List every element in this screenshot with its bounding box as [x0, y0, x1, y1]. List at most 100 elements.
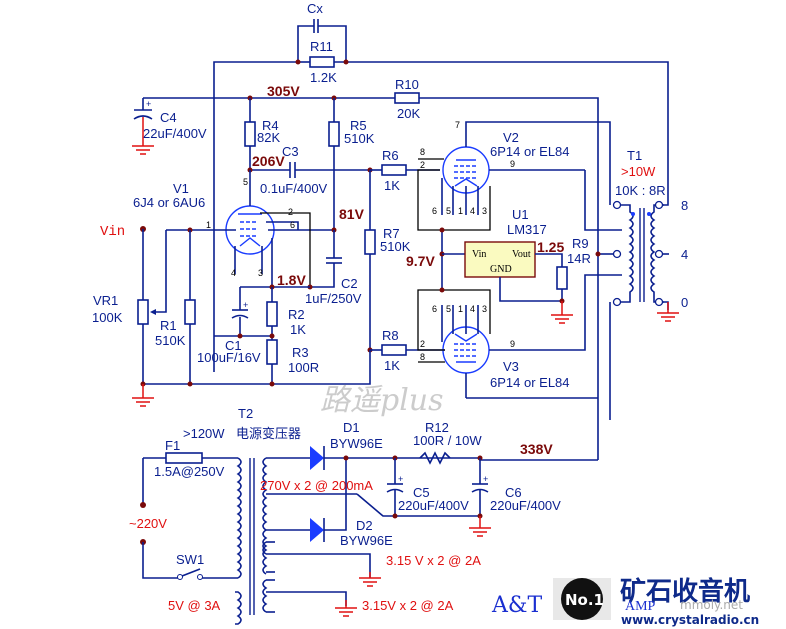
f1-label: F1	[165, 438, 180, 453]
c6-label: C6	[505, 485, 522, 500]
r3-resistor	[266, 339, 278, 365]
svg-text:4: 4	[470, 206, 475, 216]
svg-text:+: +	[483, 474, 488, 484]
feedback-network: Cx R11 1.2K	[213, 1, 669, 372]
c4-value: 22uF/400V	[143, 126, 207, 141]
r4-resistor: R4 82K	[244, 98, 280, 170]
u1-label: U1	[512, 207, 529, 222]
svg-text:6: 6	[290, 220, 295, 230]
svg-text:9: 9	[510, 159, 515, 169]
v3-value: 6P14 or EL84	[490, 375, 570, 390]
no1-badge-text: No.1	[565, 591, 604, 609]
t1-tap-8: 8	[681, 198, 688, 213]
svg-text:+: +	[243, 300, 248, 310]
r11-label: R11	[310, 39, 333, 54]
r3-label: R3	[292, 345, 309, 360]
svg-text:+: +	[146, 99, 151, 109]
c5-label: C5	[413, 485, 430, 500]
input-stage: Vin VR1 100K R1 510K	[92, 224, 371, 407]
site-name: 矿石收音机	[620, 576, 750, 607]
r9-label: R9	[572, 236, 589, 251]
c1-label: C1	[225, 338, 242, 353]
voltage-81v: 81V	[339, 206, 365, 222]
winding-hv: 270V x 2 @ 200mA	[260, 478, 373, 493]
u1-chip	[464, 241, 536, 278]
sw1-label: SW1	[176, 552, 204, 567]
r10-label: R10	[395, 77, 419, 92]
c3-value: 0.1uF/400V	[260, 181, 328, 196]
voltage-305v: 305V	[267, 83, 300, 99]
v2-label: V2	[503, 130, 519, 145]
t1-label: T1	[627, 148, 642, 163]
c2-capacitor: C2 1uF/250V	[305, 230, 362, 306]
author-mark: A&T	[491, 593, 542, 618]
vr1-potentiometer	[137, 299, 149, 325]
d2-value: BYW96E	[340, 533, 393, 548]
t2-power: >120W	[183, 426, 225, 441]
svg-text:2: 2	[288, 207, 293, 217]
f1-fuse	[165, 452, 203, 464]
vin-label: Vin	[100, 224, 125, 240]
svg-text:4: 4	[470, 304, 475, 314]
r2-label: R2	[288, 307, 305, 322]
svg-text:4: 4	[231, 268, 236, 278]
winding-heater-2: 3.15V x 2 @ 2A	[362, 598, 454, 613]
svg-text:1: 1	[458, 304, 463, 314]
c3-label: C3	[282, 144, 299, 159]
t1-tap-4: 4	[681, 247, 688, 262]
c3-capacitor: 206V C3 0.1uF/400V	[247, 144, 373, 196]
v1-tube: 1 2 6 5 4 3 V1 6J4 or 6AU6 81V	[133, 170, 365, 287]
vr1-value: 100K	[92, 310, 123, 325]
u1-pin-vout: Vout	[512, 249, 531, 260]
u1-pin-gnd: GND	[490, 264, 512, 275]
r9-resistor	[556, 266, 568, 290]
r10-value: 20K	[397, 106, 420, 121]
r10-resistor	[394, 92, 420, 104]
r5-resistor: R5 510K	[328, 98, 375, 230]
r3-value: 100R	[288, 360, 319, 375]
c6-value: 220uF/400V	[490, 498, 561, 513]
v2-tube: 7 8 2 9 6 5 1 4 3 V2 6P14 or EL84	[417, 120, 622, 231]
t1-tap-0: 0	[681, 295, 688, 310]
svg-text:1: 1	[458, 206, 463, 216]
b-plus-rail: 305V R10 20K	[143, 77, 599, 460]
v2-value: 6P14 or EL84	[490, 144, 570, 159]
v1-label: V1	[173, 181, 189, 196]
r11-value: 1.2K	[310, 70, 337, 85]
f1-value: 1.5A@250V	[154, 464, 225, 479]
r4-label: R4	[262, 118, 279, 133]
r11-resistor	[309, 56, 335, 68]
svg-text:5: 5	[243, 177, 248, 187]
r7-resistor: R7 510K	[364, 170, 411, 353]
d1-value: BYW96E	[330, 436, 383, 451]
c5-value: 220uF/400V	[398, 498, 469, 513]
svg-text:9: 9	[510, 339, 515, 349]
cx-label: Cx	[307, 1, 323, 16]
r12-resistor	[419, 451, 451, 465]
voltage-1-8v: 1.8V	[277, 272, 306, 288]
svg-text:3: 3	[482, 206, 487, 216]
winding-5v: 5V @ 3A	[168, 598, 221, 613]
no1-badge	[561, 578, 603, 620]
t1-power: >10W	[621, 164, 656, 179]
c2-label: C2	[341, 276, 358, 291]
r1-value: 510K	[155, 333, 186, 348]
r1-label: R1	[160, 318, 177, 333]
r4-value: 82K	[257, 130, 280, 145]
amp-mark: AMP	[625, 599, 656, 614]
t2-label: T2	[238, 406, 253, 421]
cathode-network: 1.8V + R2 1K C1 100uF/16V R3 100R	[197, 272, 319, 384]
svg-text:5: 5	[446, 206, 451, 216]
svg-text:6: 6	[432, 304, 437, 314]
r1-resistor	[184, 299, 196, 325]
d1-label: D1	[343, 420, 360, 435]
voltage-206v: 206V	[252, 153, 285, 169]
r9-value: 14R	[567, 251, 591, 266]
voltage-338v: 338V	[520, 441, 553, 457]
v3-tube: 6 5 1 4 3 2 8 9 V3 6P14 or EL84	[417, 274, 622, 399]
v3-label: V3	[503, 359, 519, 374]
svg-text:1: 1	[206, 220, 211, 230]
c2-value: 1uF/250V	[305, 291, 362, 306]
svg-text:8: 8	[420, 352, 425, 362]
